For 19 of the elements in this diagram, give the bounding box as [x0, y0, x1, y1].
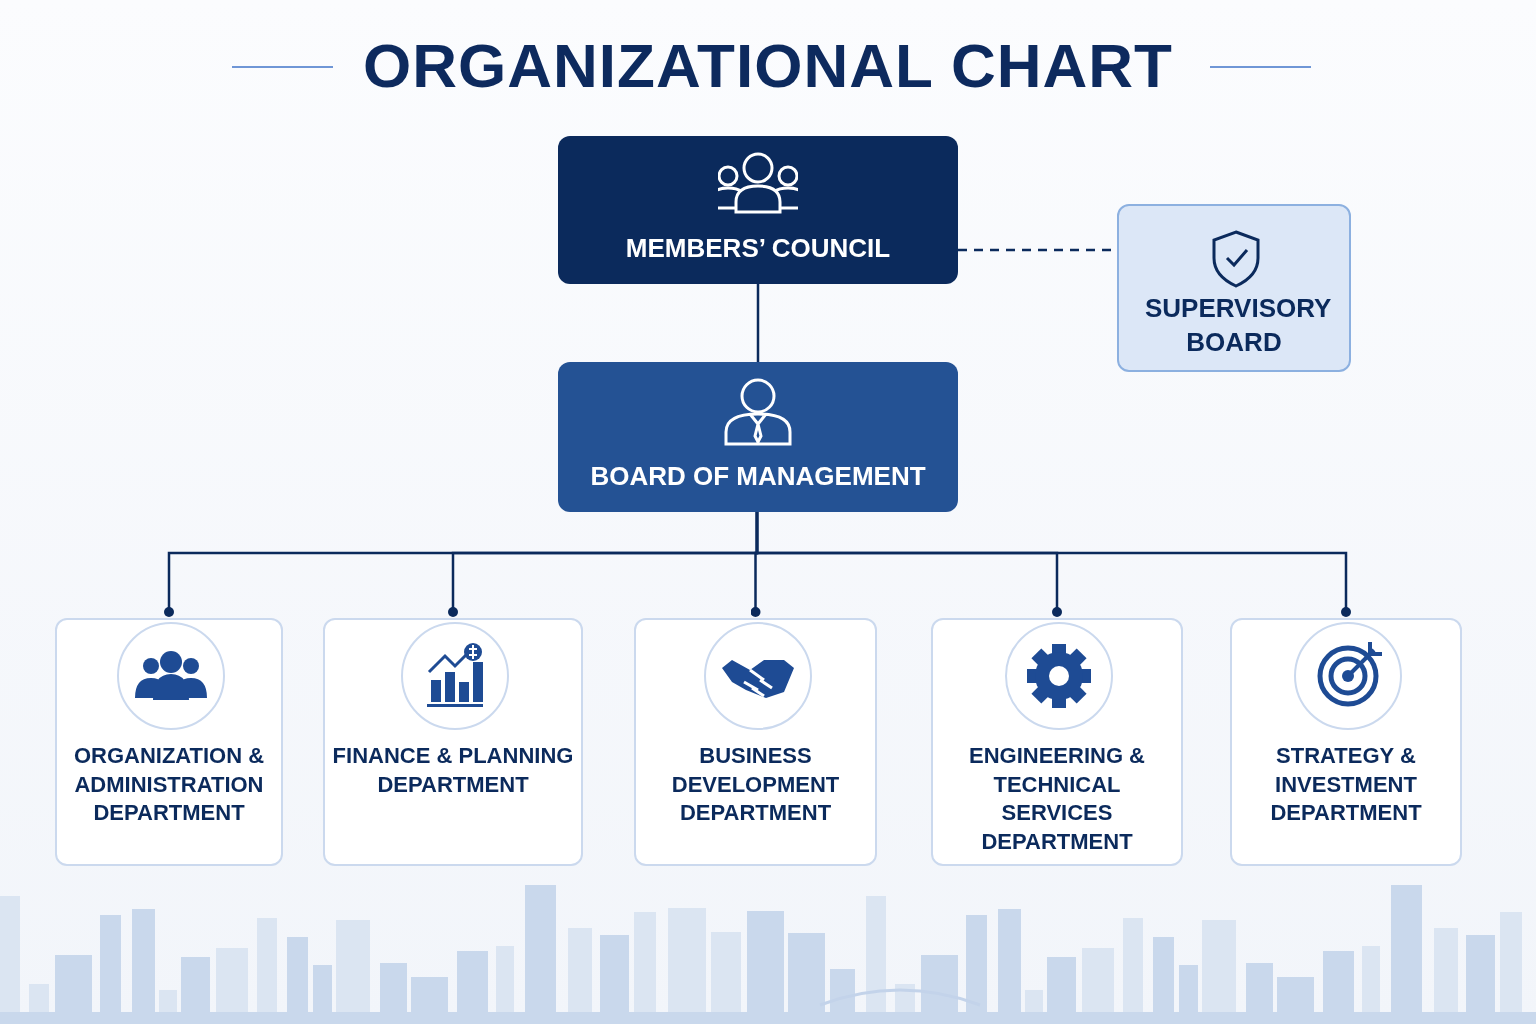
connector [756, 284, 760, 362]
department-card [55, 618, 283, 866]
org-box [1117, 204, 1351, 372]
department-card [931, 618, 1183, 866]
org-box [558, 362, 958, 512]
department-label: FINANCE & PLANNING DEPARTMENT [331, 742, 575, 799]
department-label: STRATEGY & INVESTMENT DEPARTMENT [1269, 742, 1423, 828]
department-card [634, 618, 877, 866]
department-label: ENGINEERING & TECHNICAL SERVICES DEPARTMENT [968, 742, 1146, 856]
connector [755, 512, 1351, 617]
box-label: SUPERVISORY BOARD [1144, 292, 1333, 359]
org-box [558, 136, 958, 284]
department-label: ORGANIZATION & ADMINISTRATION DEPARTMENT [72, 742, 266, 828]
department-card [323, 618, 583, 866]
title: ORGANIZATIONAL CHART [363, 30, 1173, 101]
department-card [1230, 618, 1462, 866]
box-label: MEMBERS’ COUNCIL [624, 232, 892, 265]
box-label: BOARD OF MANAGEMENT [589, 460, 927, 493]
department-label: BUSINESS DEVELOPMENT DEPARTMENT [670, 742, 841, 828]
